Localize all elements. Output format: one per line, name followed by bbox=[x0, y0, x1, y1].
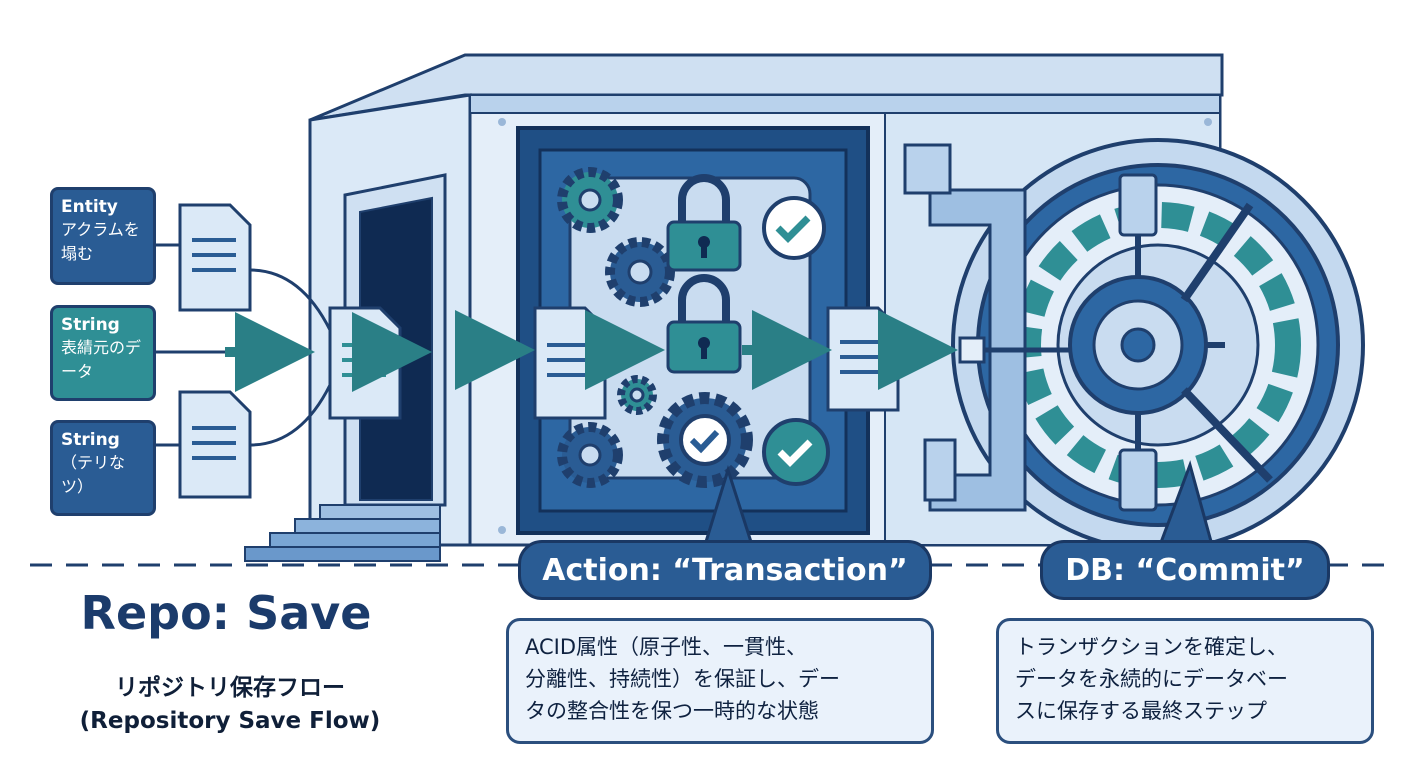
description-line: ACID属性（原子性、一貫性、 bbox=[525, 635, 808, 659]
commit-callout: DB: “Commit” bbox=[1040, 540, 1330, 600]
transaction-description: ACID属性（原子性、一貫性、 分離性、持続性）を保証し、デー タの整合性を保つ… bbox=[506, 618, 934, 744]
entrance-stairs bbox=[244, 504, 441, 562]
subtitle-japanese: リポジトリ保存フロー bbox=[115, 675, 345, 701]
input-type-label: String bbox=[61, 430, 120, 450]
check-icons bbox=[679, 196, 830, 486]
description-line: スに保存する最終ステップ bbox=[1015, 699, 1267, 723]
input-desc-label: （テリなツ） bbox=[61, 453, 126, 496]
description-line: 分離性、持続性）を保証し、デー bbox=[525, 667, 840, 691]
description-line: タの整合性を保つ一時的な状態 bbox=[525, 699, 819, 723]
transaction-callout: Action: “Transaction” bbox=[518, 540, 932, 600]
flow-arrows bbox=[155, 243, 958, 447]
diagram-title: Repo: Save bbox=[80, 586, 372, 640]
padlock-icons bbox=[666, 174, 742, 374]
input-desc-label: アクラムを塌む bbox=[61, 220, 140, 263]
input-entity-box: Entity アクラムを塌む bbox=[50, 187, 156, 285]
commit-description: トランザクションを確定し、 データを永続的にデータベー スに保存する最終ステップ bbox=[996, 618, 1374, 744]
gear-icons bbox=[557, 167, 753, 488]
vault-door bbox=[903, 138, 1365, 552]
input-desc-label: 表綪元のデータ bbox=[61, 338, 142, 381]
input-string-box: String 表綪元のデータ bbox=[50, 305, 156, 401]
input-type-label: String bbox=[61, 315, 120, 335]
subtitle-english: (Repository Save Flow) bbox=[79, 708, 381, 734]
input-type-label: Entity bbox=[61, 197, 118, 217]
description-line: データを永続的にデータベー bbox=[1015, 667, 1288, 691]
input-string-literal-box: String （テリなツ） bbox=[50, 420, 156, 516]
description-line: トランザクションを確定し、 bbox=[1015, 635, 1288, 659]
